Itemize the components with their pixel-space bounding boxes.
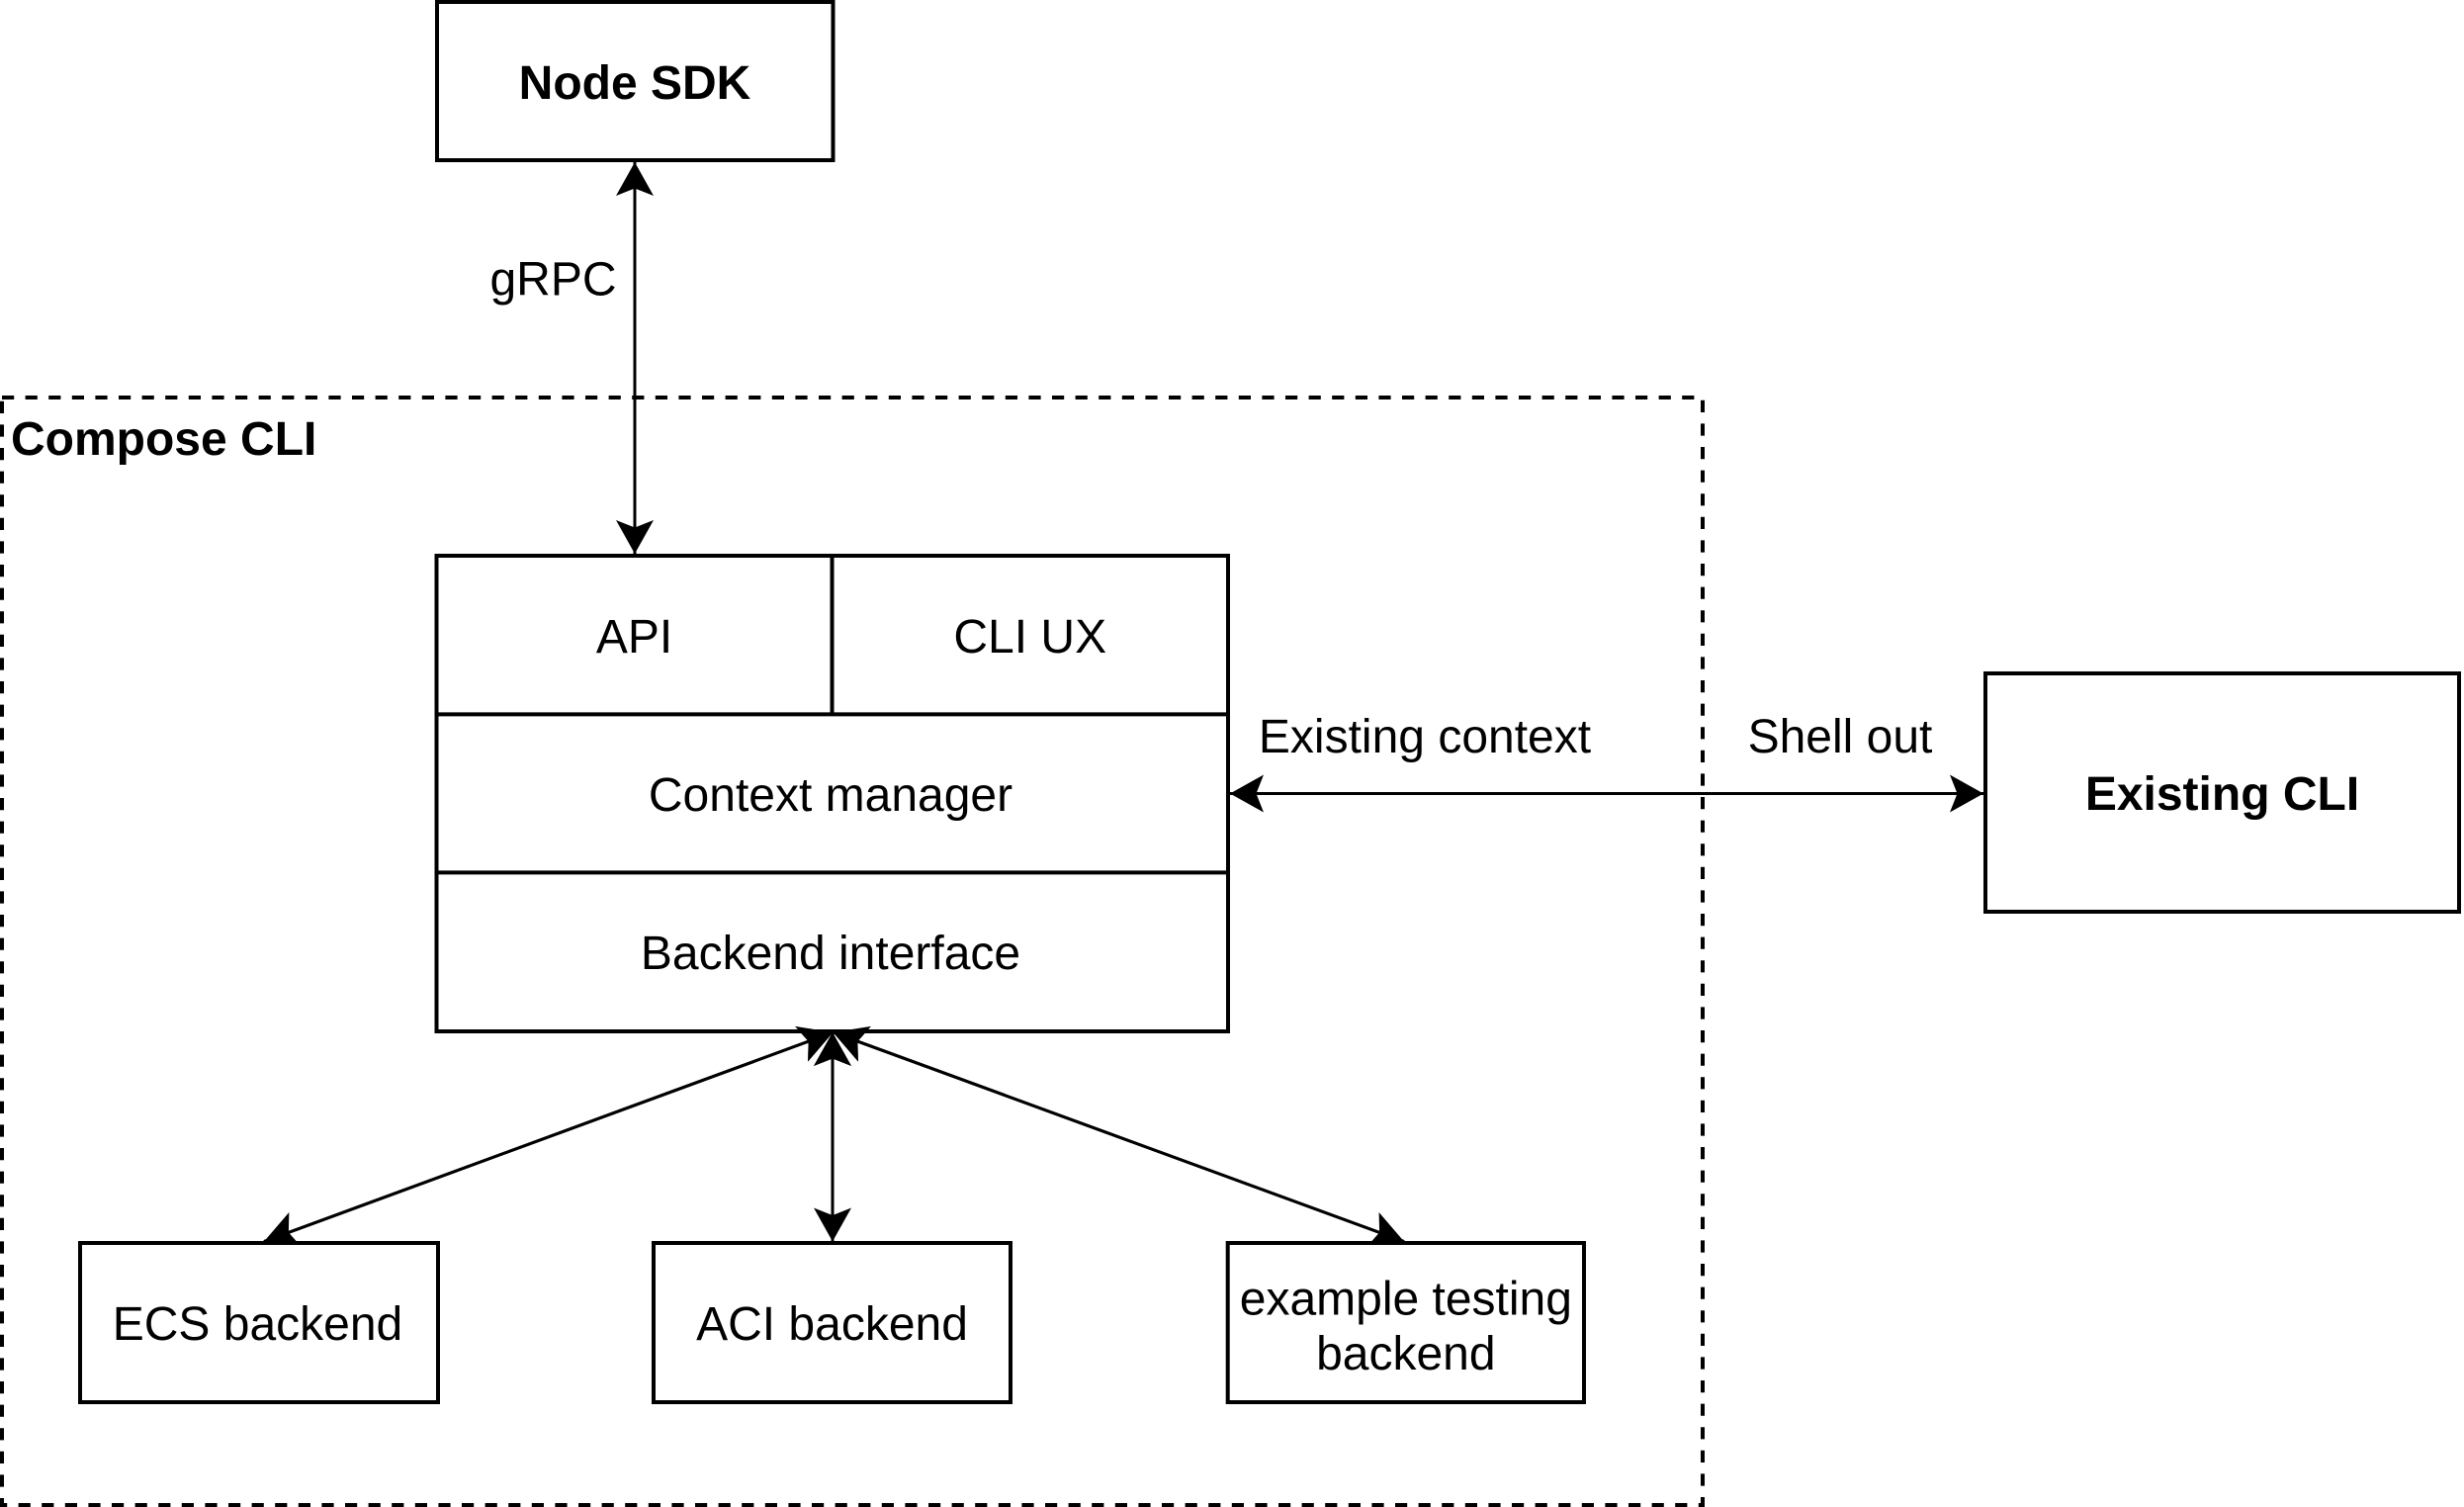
svg-text:API: API <box>596 611 672 664</box>
svg-text:ECS backend: ECS backend <box>113 1298 403 1351</box>
svg-text:gRPC: gRPC <box>489 254 616 307</box>
svg-text:CLI UX: CLI UX <box>953 611 1106 664</box>
svg-text:ACI backend: ACI backend <box>696 1298 968 1351</box>
svg-text:Shell out: Shell out <box>1748 711 1933 763</box>
svg-text:Existing CLI: Existing CLI <box>2085 768 2359 821</box>
svg-text:example testing: example testing <box>1240 1274 1572 1326</box>
svg-text:Backend interface: Backend interface <box>641 928 1020 980</box>
svg-text:Existing context: Existing context <box>1259 711 1591 763</box>
svg-text:Context manager: Context manager <box>649 769 1012 822</box>
svg-text:Compose CLI: Compose CLI <box>11 413 316 466</box>
svg-text:backend: backend <box>1316 1328 1495 1380</box>
svg-text:Node SDK: Node SDK <box>519 57 751 110</box>
